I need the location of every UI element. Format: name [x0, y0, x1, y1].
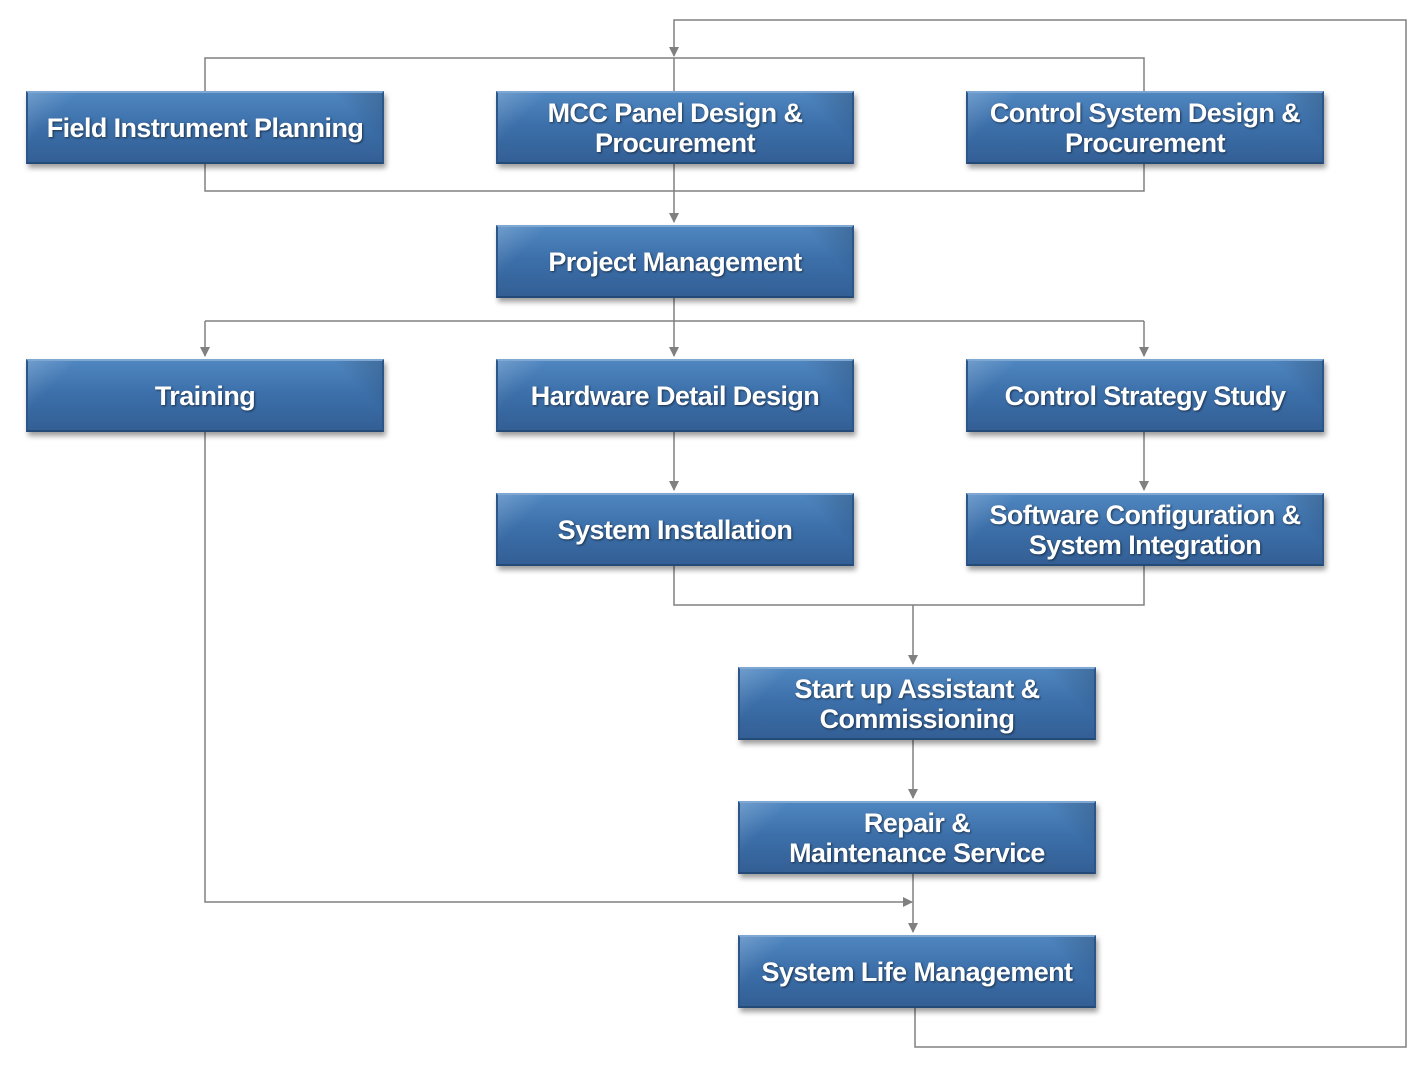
- node-software-configuration: Software Configuration & System Integrat…: [966, 493, 1324, 566]
- node-repair-maintenance: Repair & Maintenance Service: [738, 801, 1096, 874]
- node-label: Control System Design & Procurement: [989, 97, 1301, 158]
- node-label: System Life Management: [761, 956, 1074, 987]
- node-label: MCC Panel Design & Procurement: [547, 97, 803, 158]
- connector-feedback-loop: [669, 19, 1407, 1048]
- node-system-installation: System Installation: [496, 493, 854, 566]
- node-training: Training: [26, 359, 384, 432]
- node-label: Software Configuration & System Integrat…: [989, 499, 1301, 560]
- node-system-life-management: System Life Management: [738, 935, 1096, 1008]
- node-field-instrument-planning: Field Instrument Planning: [26, 91, 384, 164]
- node-label: Control Strategy Study: [1004, 380, 1286, 411]
- node-startup-commissioning: Start up Assistant & Commissioning: [738, 667, 1096, 740]
- node-hardware-detail-design: Hardware Detail Design: [496, 359, 854, 432]
- node-mcc-panel-design: MCC Panel Design & Procurement: [496, 91, 854, 164]
- node-label: Project Management: [548, 246, 802, 277]
- node-label: Hardware Detail Design: [530, 380, 820, 411]
- node-label: Field Instrument Planning: [46, 112, 364, 143]
- node-label: Start up Assistant & Commissioning: [794, 673, 1040, 734]
- node-control-strategy-study: Control Strategy Study: [966, 359, 1324, 432]
- node-control-system-design: Control System Design & Procurement: [966, 91, 1324, 164]
- node-label: Repair & Maintenance Service: [789, 807, 1045, 868]
- connector-third-row-merge: [673, 566, 1145, 606]
- connector-training-to-life: [204, 432, 913, 907]
- node-project-management: Project Management: [496, 225, 854, 298]
- node-label: Training: [154, 380, 256, 411]
- node-label: System Installation: [557, 514, 793, 545]
